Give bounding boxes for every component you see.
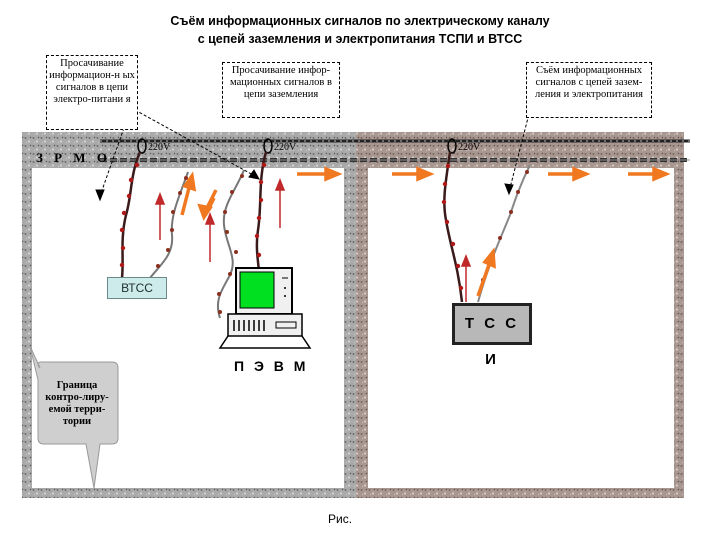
callout-ground-leak: Просачивание инфор-мационных сигналов в … (222, 62, 340, 118)
device-tssi: Т С С И (452, 303, 532, 368)
title-line-2: с цепей заземления и электропитания ТСПИ… (197, 32, 523, 46)
cable-vtss-power (119, 151, 142, 279)
device-pevm-label: П Э В М (234, 358, 309, 374)
pevm-computer (218, 267, 312, 349)
boundary-bubble-shape (29, 345, 119, 489)
red-arrows (154, 177, 472, 302)
voltage-label-1: 220V (148, 142, 171, 153)
callout-signal-capture: Съём информационных сигналов с цепей заз… (526, 62, 652, 118)
socket-1 (137, 138, 147, 154)
title-line-1: Съём информационных сигналов по электрич… (170, 14, 550, 28)
callout-power-leak: Просачивание информацион-н ых сигналов в… (46, 55, 138, 130)
socket-3 (447, 138, 457, 154)
monitor-screen (239, 271, 275, 309)
socket-2 (263, 138, 273, 154)
voltage-label-2: 220V (274, 142, 297, 153)
cable-tssi-power (441, 151, 464, 303)
voltage-label-3: 220V (458, 142, 481, 153)
callout-pointers (95, 109, 531, 202)
boundary-bubble-text: Граница контро-лиру-емой терри-тории (45, 380, 109, 427)
orange-arrows (180, 166, 671, 297)
device-vtss: ВТСС (107, 277, 167, 299)
figure-caption: Рис. (328, 512, 353, 526)
cable-vtss-ground (149, 171, 189, 279)
cable-pevm-ground (216, 169, 245, 319)
right-room-walls (356, 132, 684, 498)
zone-label-zrmo: З Р М О (36, 150, 111, 165)
